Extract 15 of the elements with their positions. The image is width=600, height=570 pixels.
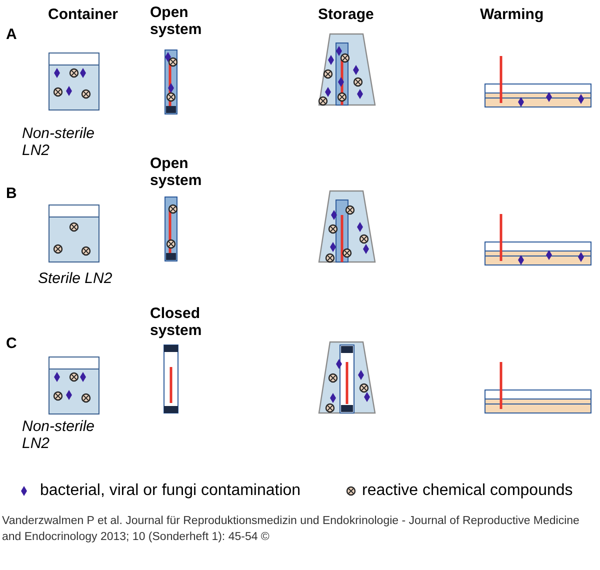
column-heading: Storage: [318, 6, 375, 24]
medium-label: Non-sterile LN2: [22, 125, 96, 160]
legend-text: reactive chemical compounds: [362, 482, 573, 500]
medium-label: Sterile LN2: [38, 270, 114, 288]
column-heading: Closed system: [150, 305, 203, 340]
caption: Vanderzwalmen P et al. Journal für Reproduktionsmedizin und Endokrinologie - Journal of Reproductive Medicine and Endocrinology 2013; 10 (Sonderheft 1): 45-54 ©: [2, 514, 580, 546]
column-heading: Open system: [150, 4, 203, 38]
column-heading: Open system: [150, 155, 203, 190]
legend-text: bacterial, viral or fungi contamination: [40, 482, 301, 500]
column-heading: Warming: [480, 6, 545, 24]
row-letter: A: [6, 26, 18, 44]
medium-label: Non-sterile LN2: [22, 418, 96, 452]
column-heading: Container: [48, 6, 120, 24]
row-letter: C: [6, 335, 18, 352]
row-letter: B: [6, 185, 18, 202]
